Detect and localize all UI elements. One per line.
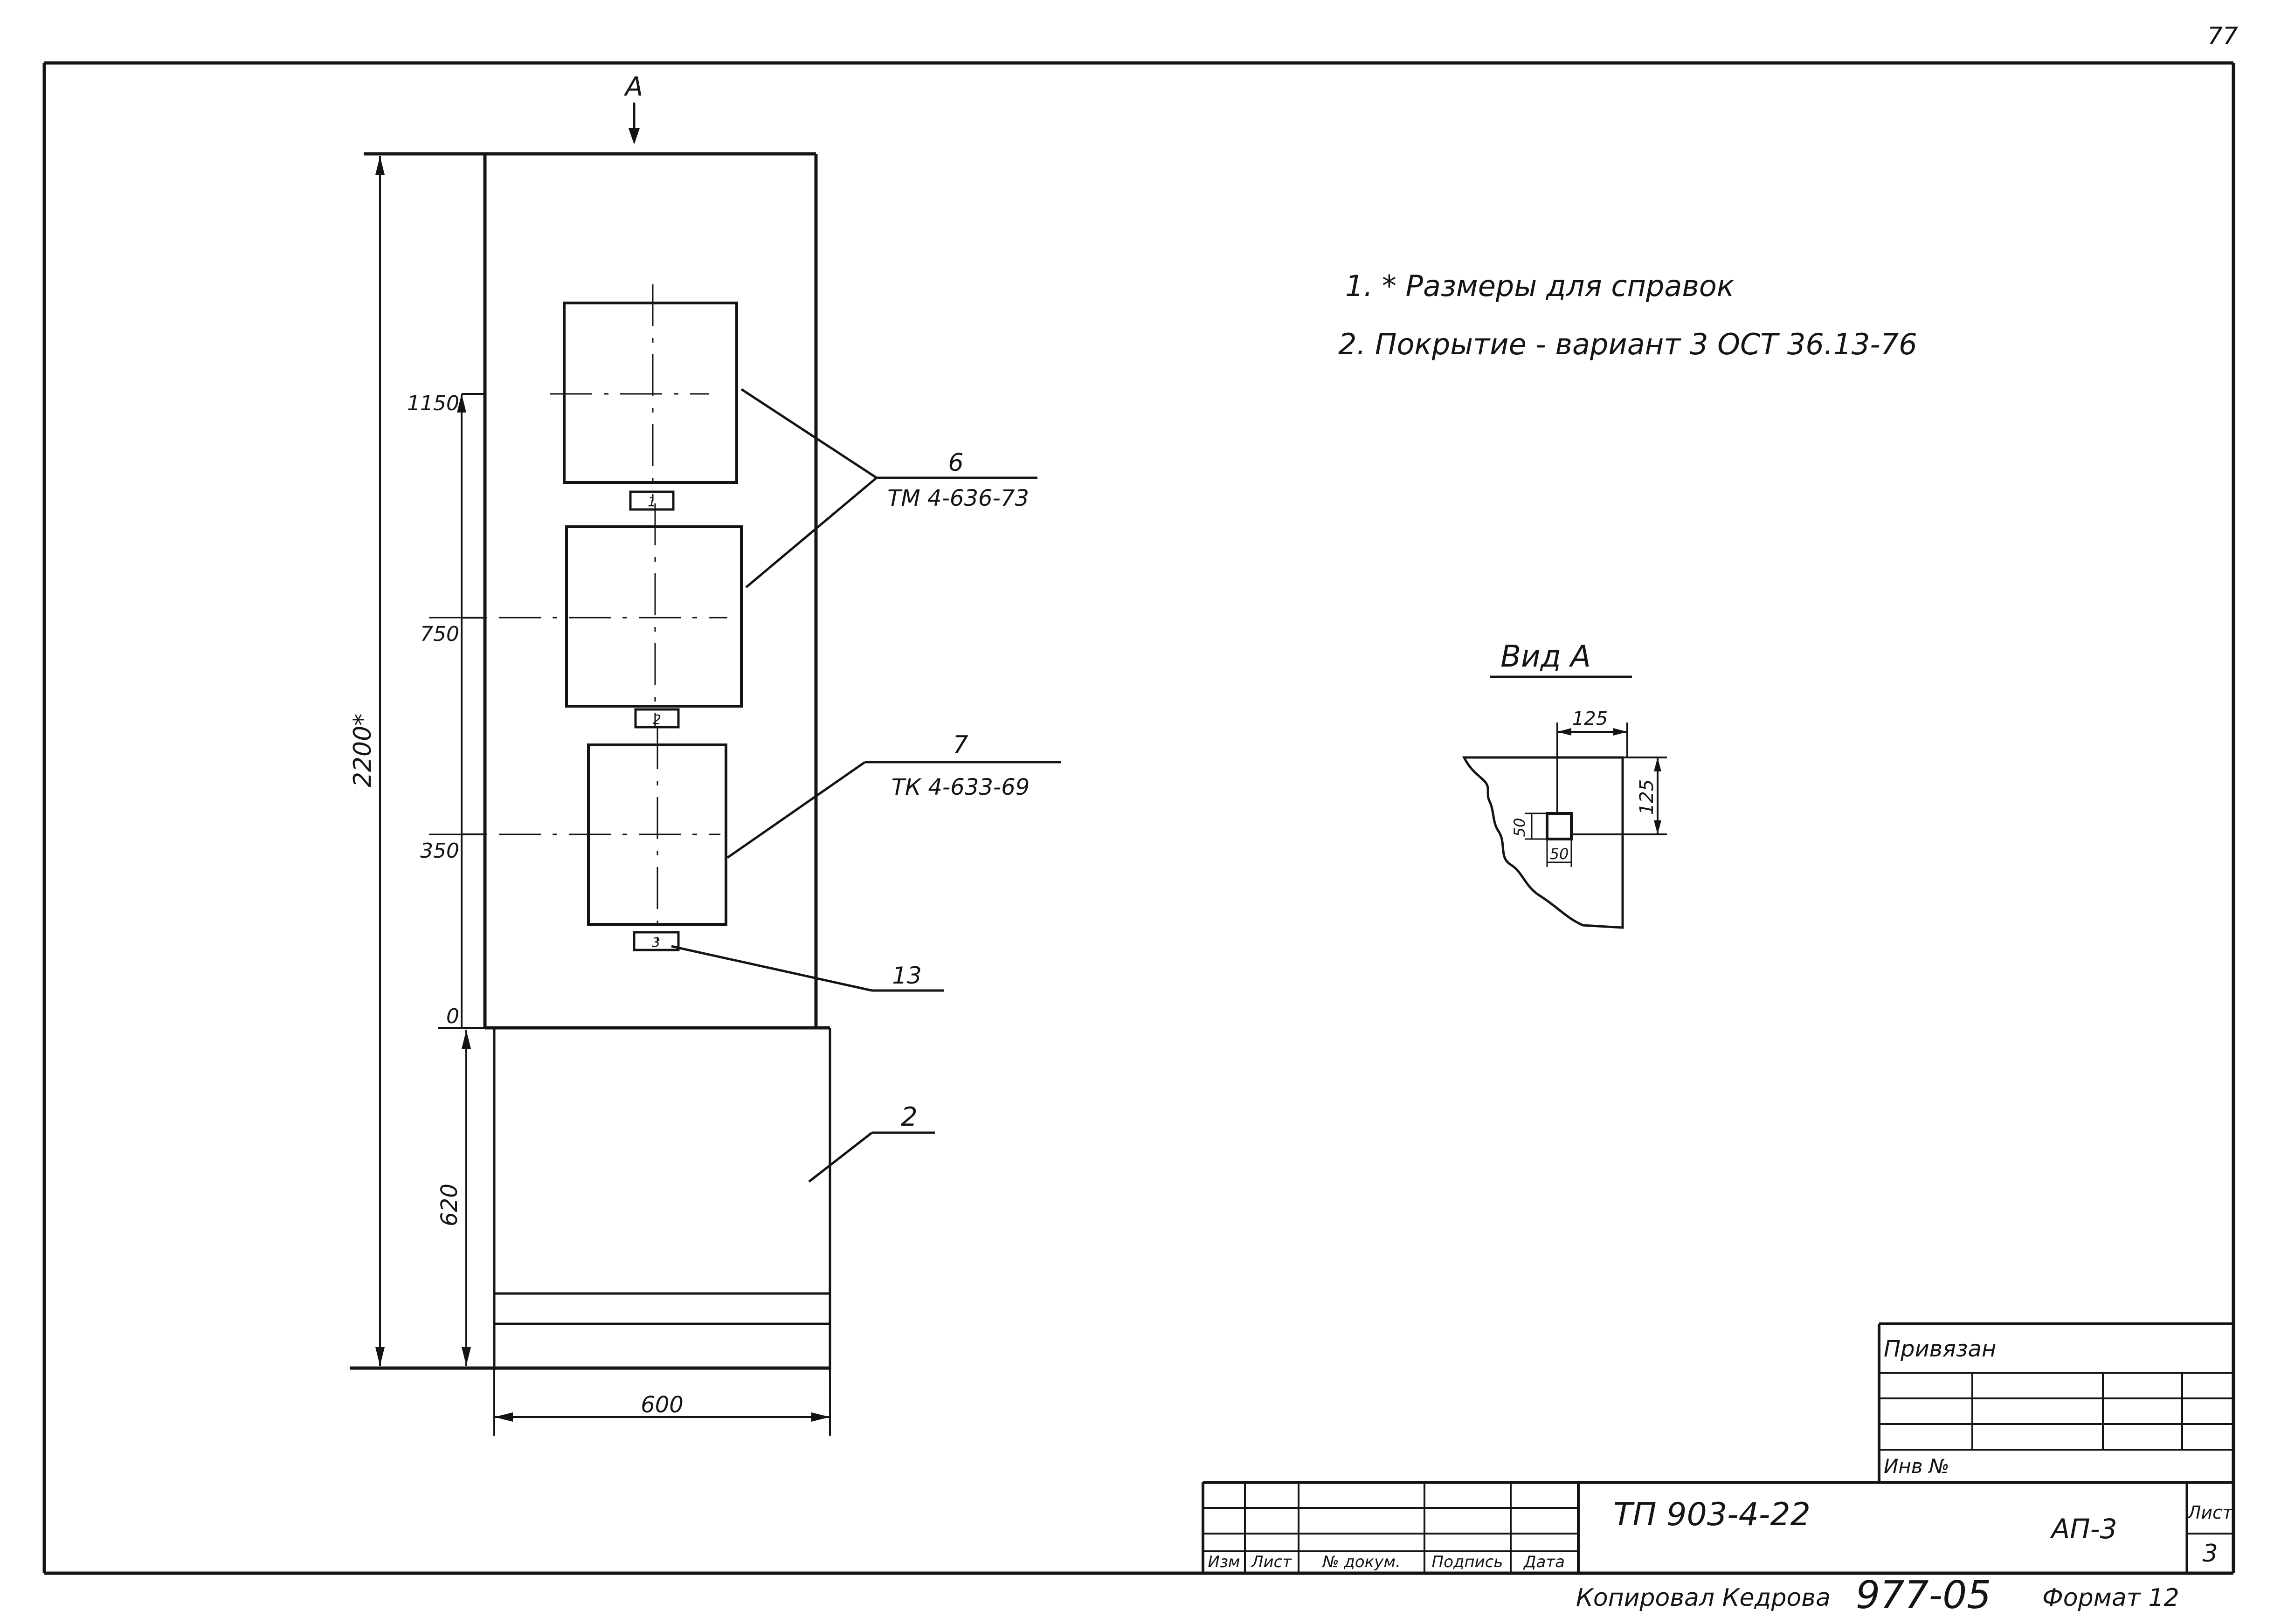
small-plate-1: 1 <box>629 490 675 511</box>
level-0: 0 <box>446 1005 459 1028</box>
view-a-dim-top-width: 125 <box>1572 708 1608 729</box>
view-a-dim-hole-width: 50 <box>1550 845 1569 863</box>
callout-item-6: 6 ТМ 4-636-73 <box>740 388 1037 588</box>
dimension-overall-height: 2200* <box>349 156 385 1366</box>
callout-item-2: 2 <box>808 1102 935 1183</box>
inv-no-label: Инв № <box>1884 1455 1949 1478</box>
callout-13-number: 13 <box>892 962 922 989</box>
overall-height-label: 2200* <box>349 714 377 787</box>
dimension-base-height: 620 <box>436 1030 471 1366</box>
view-a-title: Вид А <box>1500 640 1591 674</box>
sheet-mark: АП-3 <box>2049 1513 2117 1545</box>
callout-item-7: 7 ТК 4-633-69 <box>726 731 1061 859</box>
box-middle <box>429 503 743 727</box>
column-signature: Подпись <box>1432 1553 1503 1571</box>
column-izm: Изм <box>1208 1553 1240 1571</box>
view-a-dim-side-height: 125 <box>1636 779 1658 815</box>
level-1150: 1150 <box>407 392 459 415</box>
level-350: 350 <box>420 839 459 863</box>
list-number: 3 <box>2202 1540 2218 1568</box>
note-1: 1. * Размеры для справок <box>1345 269 1735 303</box>
column-list: Лист <box>1251 1553 1292 1571</box>
column-date: Дата <box>1523 1553 1565 1571</box>
cabinet-outline <box>350 152 831 1370</box>
page-number: 77 <box>2207 22 2238 50</box>
box-top <box>550 284 738 501</box>
sheet-border <box>42 61 2235 1575</box>
sheet-footer: Копировал Кедрова 977-05 Формат 12 <box>1576 1573 2179 1617</box>
column-doc-no: № докум. <box>1321 1553 1401 1571</box>
small-plate-mark-2: 2 <box>653 712 661 727</box>
copied-by: Копировал Кедрова <box>1576 1584 1831 1612</box>
title-block: Привязан Инв № Изм Лист № докум. Подпись… <box>1202 1322 2233 1573</box>
elevation-view: A <box>349 72 1061 1436</box>
dimension-width: 600 <box>493 1370 831 1436</box>
small-plate-mark-3: 3 <box>652 935 660 950</box>
view-a-dim-hole-height: 50 <box>1511 818 1528 837</box>
view-arrow: A <box>624 72 643 145</box>
dimension-levels: 1150 750 350 0 <box>407 392 485 1029</box>
callout-7-number: 7 <box>953 731 968 759</box>
sheet-format: Формат 12 <box>2042 1584 2179 1612</box>
callout-7-reference: ТК 4-633-69 <box>892 774 1030 800</box>
view-arrow-label: A <box>624 72 643 102</box>
privyazan-label: Привязан <box>1884 1336 1996 1362</box>
box-bottom <box>429 727 727 942</box>
callout-item-13: 13 <box>671 945 944 992</box>
view-a: Вид А 125 125 50 50 <box>1462 640 1667 929</box>
small-plate-2: 2 <box>634 708 680 729</box>
list-label: Лист <box>2187 1502 2233 1523</box>
callout-2-number: 2 <box>901 1102 918 1132</box>
small-plate-3: 3 <box>633 931 680 951</box>
base-height-label: 620 <box>436 1184 463 1226</box>
callout-6-reference: ТМ 4-636-73 <box>887 485 1029 511</box>
archive-number: 977-05 <box>1856 1573 1991 1617</box>
document-code: ТП 903-4-22 <box>1613 1496 1811 1533</box>
small-plate-mark-1: 1 <box>648 494 656 509</box>
level-750: 750 <box>420 622 459 646</box>
width-label: 600 <box>641 1392 684 1418</box>
callout-6-number: 6 <box>948 449 963 477</box>
note-2: 2. Покрытие - вариант 3 ОСТ 36.13-76 <box>1338 327 1917 361</box>
general-notes: 1. * Размеры для справок 2. Покрытие - в… <box>1338 269 1917 361</box>
